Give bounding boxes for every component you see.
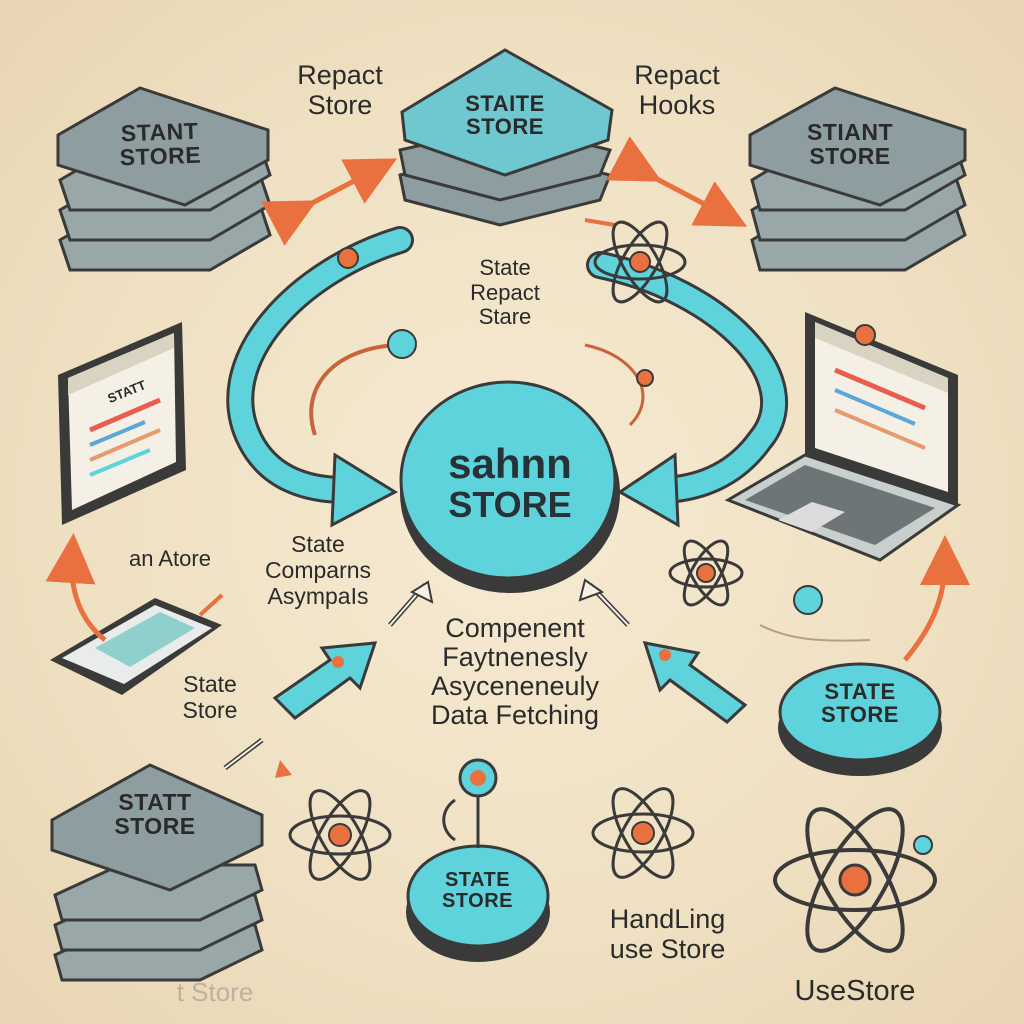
stack-top-center-label: STAITE STORE (465, 91, 545, 140)
caption-state-store-small: State Store (182, 671, 238, 723)
stack-top-center-icon (398, 48, 614, 227)
phone-icon (50, 598, 222, 695)
double-arrow-top-left-icon (261, 158, 398, 246)
caption-usestore: UseStore (794, 975, 916, 1007)
orange-arrow-right-icon (759, 535, 970, 662)
disc-bottom-icon (406, 758, 550, 962)
atom-bottom-center-icon (591, 787, 695, 879)
block-arrow-left-icon (272, 641, 378, 720)
caption-handling-use-store: HandLing use Store (609, 904, 726, 965)
block-arrow-right-icon (642, 641, 748, 724)
caption-an-atore: an Atore (129, 546, 211, 571)
connector-lines-icon (309, 218, 654, 436)
tablet-icon (58, 322, 186, 525)
stack-top-left-label: STANT STORE (119, 117, 202, 171)
caption-state-repact-stare: State Repact Stare (470, 255, 540, 330)
orange-arrow-left-icon (45, 533, 224, 642)
disc-bottom-label: STATE STORE (441, 869, 514, 912)
caption-faded-store: t Store (176, 977, 254, 1007)
central-store-title: sahnn (448, 440, 572, 487)
curved-arrow-right-icon (586, 251, 788, 528)
laptop-icon (724, 312, 962, 562)
caption-component-data-fetching: Compenent Faytnenesly Asyceneneuly Data … (430, 613, 600, 730)
double-arrow-top-right-icon (606, 136, 748, 227)
caption-repact-store: Repact Store (297, 60, 383, 121)
caption-repact-hooks: Repact Hooks (634, 60, 720, 121)
disc-right-label: STATE STORE (821, 679, 899, 728)
stack-top-right-label: STIANT STORE (806, 119, 894, 170)
central-store-subtitle: STORE (448, 484, 572, 525)
stack-top-left-icon (56, 86, 272, 272)
atom-bottom-left-icon (288, 789, 392, 881)
stack-bottom-left-label: STATT STORE (114, 789, 196, 840)
pointer-arrows-icon (223, 578, 630, 778)
atom-mid-right-icon (668, 539, 744, 607)
central-store-icon (399, 380, 620, 593)
caption-state-comparns: State Comparns AsympaIs (264, 531, 372, 609)
atom-bottom-right-icon (773, 807, 937, 953)
atom-top-icon (593, 220, 687, 304)
disc-right-icon (778, 662, 942, 776)
curved-arrow-left-icon (226, 226, 414, 528)
stack-top-right-icon (748, 86, 967, 272)
stack-bottom-left-icon (50, 763, 264, 982)
